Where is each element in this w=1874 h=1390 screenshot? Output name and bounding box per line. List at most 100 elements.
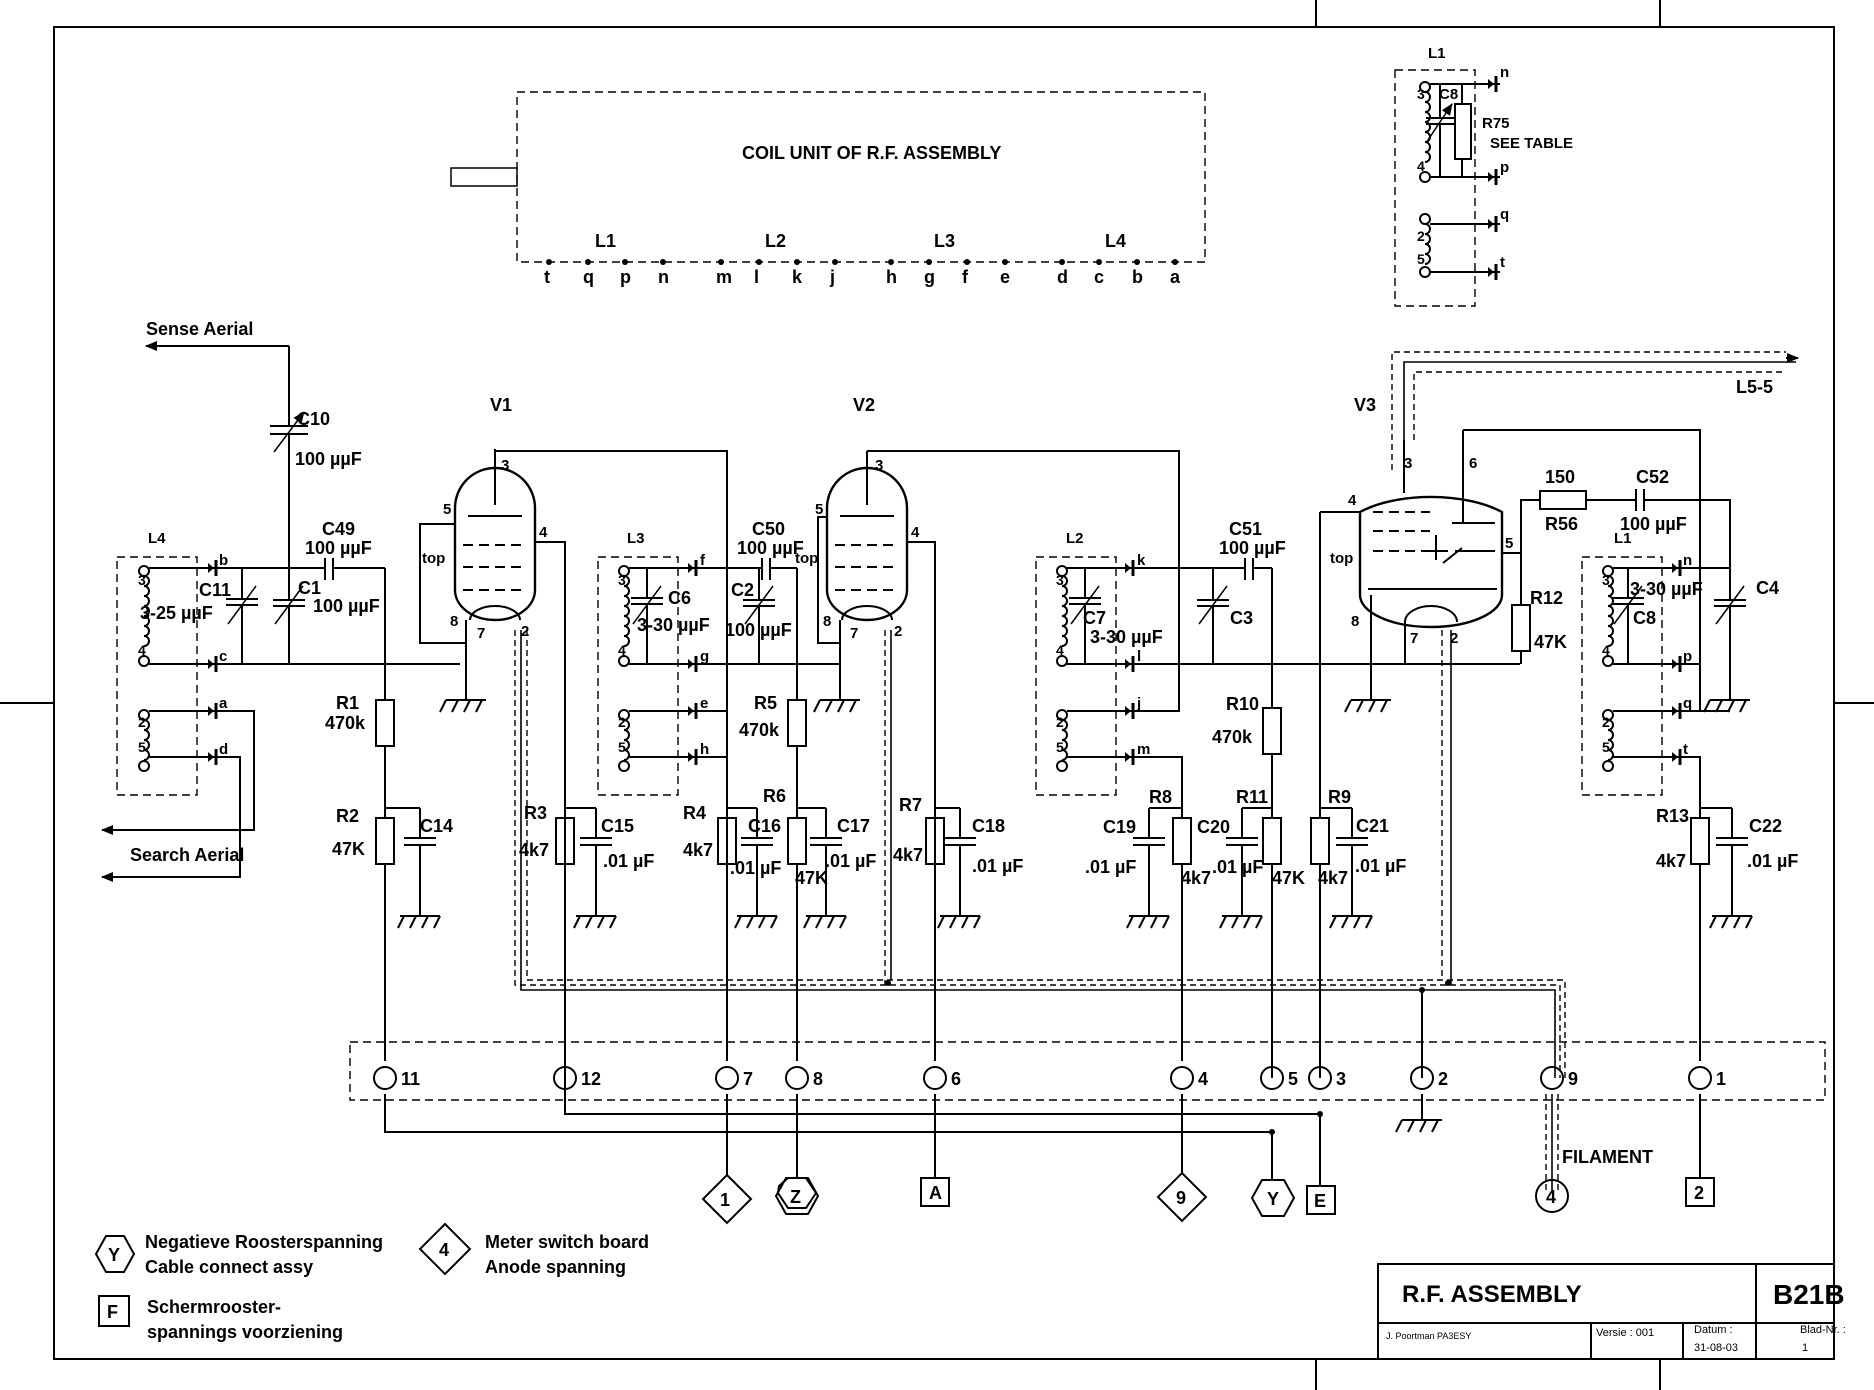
- connector-label: A: [929, 1183, 942, 1203]
- connector-label: 9: [1176, 1188, 1186, 1208]
- v1-label: V1: [490, 395, 512, 415]
- ground-hatch: [1341, 915, 1349, 929]
- pin-terminal-arrow: [688, 706, 694, 716]
- pin-terminal-arrow: [1672, 563, 1678, 573]
- c6-value: 3-30 µµF: [637, 615, 710, 635]
- filament-bus: FILAMENT: [514, 630, 1653, 1190]
- l1-tap: 3: [1602, 572, 1610, 588]
- r13-label: R13: [1656, 806, 1689, 826]
- inset-res-label: R75: [1482, 115, 1510, 132]
- l2-pin: k: [1137, 552, 1146, 569]
- connector-diamond: [1156, 1171, 1208, 1223]
- ground-hatch: [421, 915, 429, 929]
- pin-terminal-arrow: [1672, 752, 1678, 762]
- terminal-circle: [1688, 1066, 1712, 1090]
- v2-pin: 2: [894, 623, 902, 640]
- c15-label: C15: [601, 816, 634, 836]
- terminal-circle: [785, 1066, 809, 1090]
- ground-hatch: [1162, 915, 1170, 929]
- inset-tap: 2: [1417, 228, 1425, 244]
- inset-tap: 5: [1417, 251, 1425, 267]
- ground-hatch: [827, 915, 835, 929]
- coil-unit-pin-dot: [1134, 259, 1140, 265]
- r7-value: 4k7: [893, 845, 923, 865]
- l4-pin: d: [219, 741, 228, 758]
- pin-terminal-arrow: [1125, 563, 1131, 573]
- coil-unit-pin-dot: [832, 259, 838, 265]
- l3-pin: h: [700, 741, 709, 758]
- ground-hatch: [1150, 915, 1158, 929]
- version: Versie : 001: [1596, 1327, 1654, 1339]
- ground-hatch: [1733, 915, 1741, 929]
- l2-tap: 3: [1056, 572, 1064, 588]
- c17-label: C17: [837, 816, 870, 836]
- terminal-circle: [1540, 1066, 1564, 1090]
- ground-hatch: [1255, 915, 1263, 929]
- terminal-circle: [553, 1066, 577, 1090]
- v3-top: top: [1330, 550, 1353, 567]
- pin-terminal-arrow: [1125, 706, 1131, 716]
- r12-value: 47K: [1534, 632, 1567, 652]
- connector-label: Z: [790, 1187, 801, 1207]
- pin-terminal-arrow: [688, 659, 694, 669]
- terminal-label: 7: [743, 1069, 753, 1089]
- pin-terminal-arrow: [1488, 267, 1494, 277]
- c2-label: C2: [731, 580, 754, 600]
- inset-pin: q: [1500, 206, 1509, 223]
- r56-label: R56: [1545, 514, 1578, 534]
- v2-label: V2: [853, 395, 875, 415]
- connector-label: Y: [1267, 1189, 1279, 1209]
- l1-pin: p: [1683, 648, 1692, 665]
- c6-label: C6: [668, 588, 691, 608]
- pin-terminal-arrow: [1672, 706, 1678, 716]
- c51-label: C51: [1229, 519, 1262, 539]
- l3-tap: 4: [618, 642, 626, 658]
- v1-pin: 7: [477, 625, 485, 642]
- v3-pin: 6: [1469, 455, 1477, 472]
- r4-value: 4k7: [683, 840, 713, 860]
- connector-square: [1685, 1177, 1715, 1207]
- v1-top: top: [422, 550, 445, 567]
- c20-value: .01 µF: [1212, 857, 1263, 877]
- coil-unit-pin-dot: [622, 259, 628, 265]
- connector-hex: [1250, 1179, 1296, 1217]
- l3-tap: 5: [618, 739, 626, 755]
- ground-hatch: [961, 915, 969, 929]
- stage-3: C7 3-30 µµF C3 C51 100 µµF R10 470k R11 …: [1069, 351, 1799, 1078]
- r9-value: 4k7: [1318, 868, 1348, 888]
- coil-unit-pin-dot: [1002, 259, 1008, 265]
- legend-text: Schermrooster-: [147, 1297, 281, 1317]
- v3-pin: 3: [1404, 455, 1412, 472]
- r3-label: R3: [524, 803, 547, 823]
- date-value: 31-08-03: [1694, 1342, 1738, 1354]
- legend-text: Meter switch board: [485, 1232, 649, 1252]
- ground-hatch: [839, 915, 847, 929]
- terminal-circle: [715, 1066, 739, 1090]
- r5-value: 470k: [739, 720, 780, 740]
- coil-unit-title: COIL UNIT OF R.F. ASSEMBLY: [742, 143, 1001, 163]
- r1-label: R1: [336, 693, 359, 713]
- pin-terminal-arrow: [688, 752, 694, 762]
- coil-unit-pin-label: e: [1000, 267, 1010, 287]
- c10-label: C10: [297, 409, 330, 429]
- l3-tap: 2: [618, 714, 626, 730]
- terminal-circle: [923, 1066, 947, 1090]
- connector-square: [1306, 1185, 1336, 1215]
- c2-value: 100 µµF: [725, 620, 792, 640]
- c11-value: 3-25 µµF: [140, 603, 213, 623]
- ground-hatch: [1329, 915, 1337, 929]
- coil-unit-pin-label: g: [924, 267, 935, 287]
- title-block: R.F. ASSEMBLY B21B J. Poortman PA3ESY Ve…: [1377, 1263, 1846, 1360]
- l4-pin: c: [219, 648, 227, 665]
- terminal-label: 8: [813, 1069, 823, 1089]
- l4-tap: 2: [138, 714, 146, 730]
- coil-unit-pin-dot: [546, 259, 552, 265]
- ground-hatch: [1353, 915, 1361, 929]
- v2-pin: 3: [875, 457, 883, 474]
- terminal-label: 5: [1288, 1069, 1298, 1089]
- c52-label: C52: [1636, 467, 1669, 487]
- coil-group-label: L4: [1105, 231, 1126, 251]
- ground-hatch: [815, 915, 823, 929]
- l4-pin: b: [219, 552, 228, 569]
- terminal-circle: [1410, 1066, 1434, 1090]
